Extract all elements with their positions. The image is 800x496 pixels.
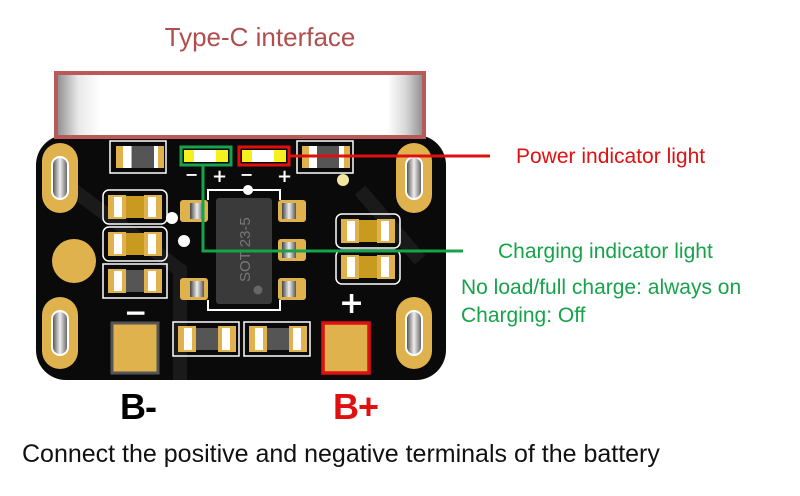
charging-note-full: No load/full charge: always on [461, 276, 742, 299]
resistor [172, 321, 240, 357]
negative-silk: − [124, 296, 147, 329]
mounting-slot [396, 143, 432, 213]
led-plus-silk: + [212, 166, 227, 187]
led-minus-silk: − [240, 165, 253, 184]
capacitor [335, 249, 401, 285]
led-minus-silk: − [185, 165, 198, 184]
mounting-slot [42, 297, 78, 369]
mounting-slot [42, 143, 78, 213]
capacitor [335, 213, 401, 249]
battery-positive-pad [321, 321, 371, 375]
mounting-slot [396, 297, 432, 369]
charging-note-charging: Charging: Off [461, 304, 586, 327]
charging-led [179, 145, 233, 167]
charging-callout-line [201, 165, 463, 253]
battery-negative-label: B- [120, 386, 157, 427]
led-plus-silk: + [277, 166, 292, 187]
capacitor [102, 226, 168, 262]
caption: Connect the positive and negative termin… [22, 440, 660, 468]
test-pad [52, 239, 96, 283]
charging-indicator-label: Charging indicator light [498, 240, 713, 263]
resistor [243, 321, 311, 357]
battery-negative-pad [110, 321, 160, 375]
type-c-interface-label: Type-C interface [164, 22, 356, 52]
battery-positive-label: B+ [333, 386, 379, 427]
positive-silk: + [339, 286, 364, 321]
usb-c-connector [54, 71, 426, 139]
capacitor [102, 189, 168, 225]
power-indicator-label: Power indicator light [516, 145, 706, 168]
resistor [109, 140, 167, 174]
resistor [102, 263, 168, 299]
